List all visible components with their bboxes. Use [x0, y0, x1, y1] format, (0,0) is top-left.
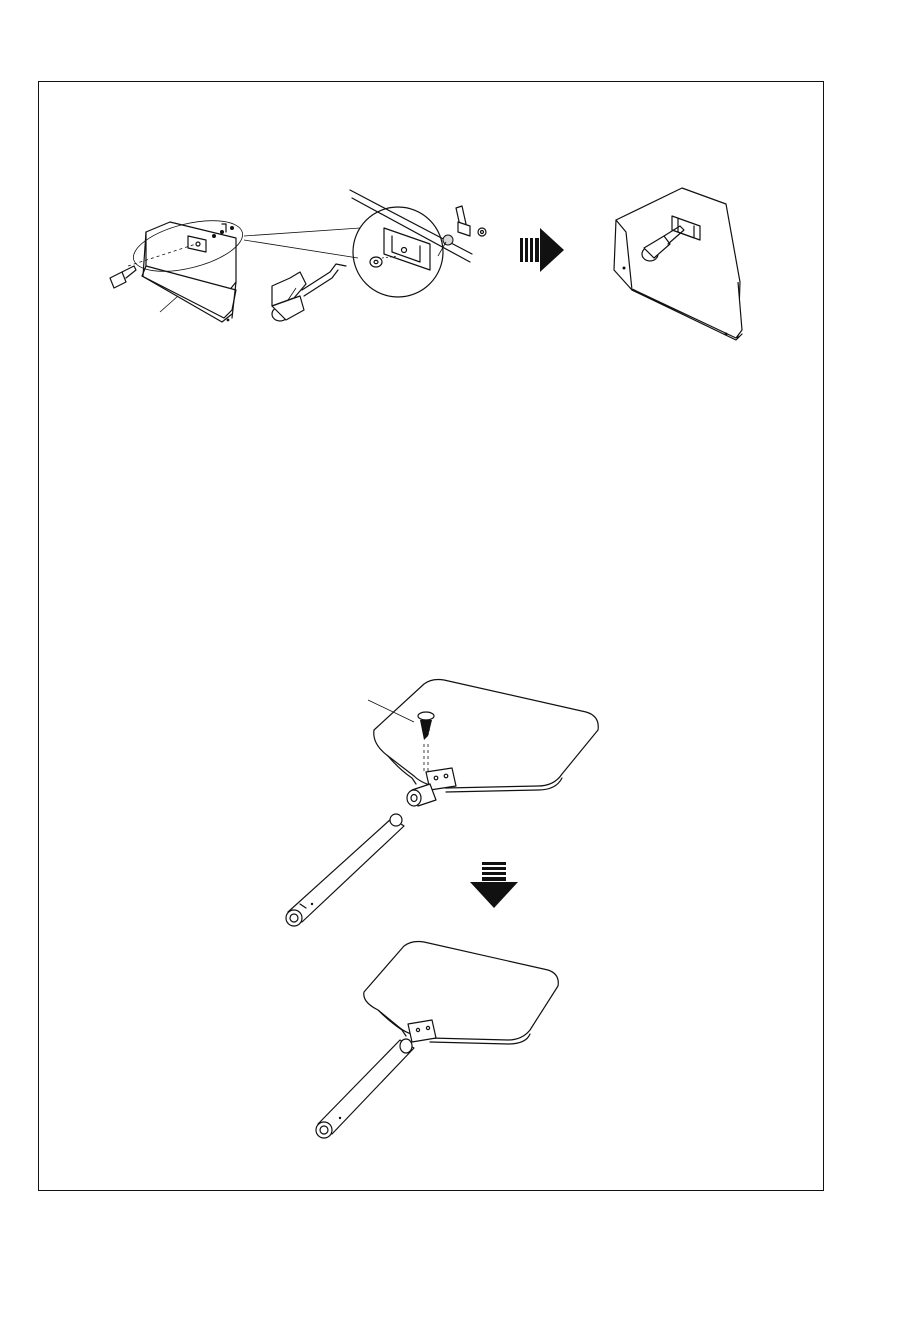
shelf-assembled-view — [614, 188, 742, 340]
down-arrow-icon — [470, 862, 518, 908]
handle-pole-part — [286, 814, 404, 926]
shelf-exploded-view — [110, 211, 360, 322]
detail-zoom-circle — [350, 190, 486, 297]
right-arrow-icon — [520, 228, 564, 272]
peel-exploded-view — [368, 680, 598, 807]
knob-handle-part — [272, 264, 346, 321]
peel-assembled-view — [316, 942, 558, 1139]
